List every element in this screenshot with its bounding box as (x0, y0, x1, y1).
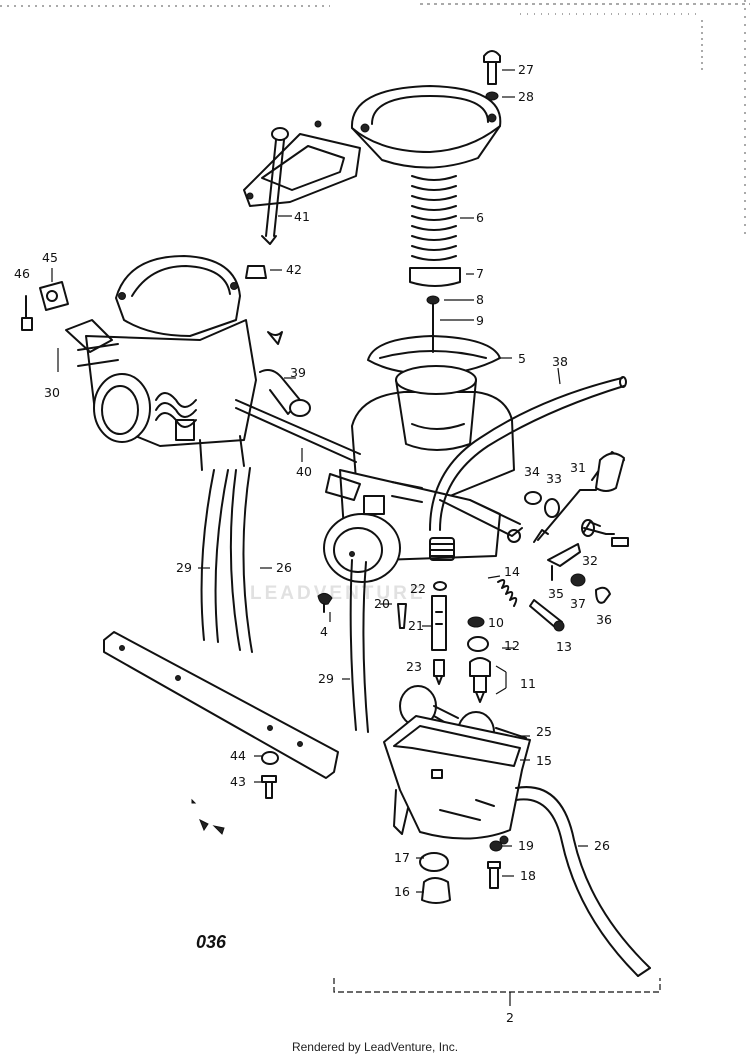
part-label-10: 10 (488, 615, 504, 630)
part-label-36: 36 (596, 612, 612, 627)
part-label-33: 33 (546, 471, 562, 486)
part-label-9: 9 (476, 313, 484, 328)
part-label-19: 19 (518, 838, 534, 853)
hose (429, 367, 627, 531)
part-label-27: 27 (518, 62, 534, 77)
watermark-text: LEADVENTURE (250, 583, 426, 604)
part-label-26: 26 (276, 560, 292, 575)
throttle-linkage (524, 451, 629, 604)
part-label-8: 8 (476, 292, 484, 307)
throttle-shaft (235, 399, 361, 463)
sheet-number: 036 (196, 932, 227, 952)
part-label-5: 5 (518, 351, 526, 366)
part-label-45: 45 (42, 250, 58, 265)
top-cap-screws (483, 50, 515, 101)
drain-plug (419, 840, 503, 904)
assembly-bracket (333, 978, 661, 1006)
jets (467, 616, 507, 703)
callout-lines (57, 348, 588, 893)
part-label-41: 41 (294, 209, 310, 224)
part-label-20: 20 (374, 596, 390, 611)
top-cap (350, 85, 502, 169)
part-label-34: 34 (524, 464, 540, 479)
left-carb-body (65, 255, 283, 471)
spring (411, 175, 474, 261)
pilot-screw-set (317, 575, 565, 651)
part-label-29b: 29 (318, 671, 334, 686)
part-label-37: 37 (570, 596, 586, 611)
jet-needle (426, 295, 474, 353)
part-label-43: 43 (230, 774, 246, 789)
part-label-42: 42 (286, 262, 302, 277)
part-label-15: 15 (536, 753, 552, 768)
scan-noise (0, 0, 750, 240)
joint-pipe (259, 369, 311, 417)
overflow-hose (515, 786, 651, 977)
part-label-30: 30 (44, 385, 60, 400)
part-label-26b: 26 (594, 838, 610, 853)
part-label-18: 18 (520, 868, 536, 883)
part-label-23: 23 (406, 659, 422, 674)
part-label-35: 35 (548, 586, 564, 601)
part-label-14: 14 (504, 564, 520, 579)
part-label-39: 39 (290, 365, 306, 380)
throttle-stop (21, 268, 69, 331)
needle-valve (433, 659, 445, 685)
part-label-31: 31 (570, 460, 586, 475)
part-label-6: 6 (476, 210, 484, 225)
mounting-bracket (243, 120, 361, 207)
part-label-29: 29 (176, 560, 192, 575)
part-label-40: 40 (296, 464, 312, 479)
part-label-38: 38 (552, 354, 568, 369)
part-labels: 27 28 6 7 8 9 5 38 41 42 45 46 30 39 40 … (14, 62, 612, 1025)
part-label-7: 7 (476, 266, 484, 281)
part-label-32: 32 (582, 553, 598, 568)
ink-specks (191, 798, 225, 835)
nut (245, 265, 282, 279)
link-rod (261, 127, 292, 245)
part-label-21: 21 (408, 618, 424, 633)
footer-credit: Rendered by LeadVenture, Inc. (291, 1040, 459, 1054)
drain-hoses (200, 467, 369, 733)
part-label-46: 46 (14, 266, 30, 281)
part-label-12: 12 (504, 638, 520, 653)
part-label-11: 11 (520, 676, 536, 691)
main-carb-body (323, 365, 523, 583)
part-label-2: 2 (506, 1010, 514, 1025)
part-label-22: 22 (410, 581, 426, 596)
part-label-13: 13 (556, 639, 572, 654)
part-label-28: 28 (518, 89, 534, 104)
float-bowl (383, 715, 531, 845)
part-label-16: 16 (394, 884, 410, 899)
spring-seat (409, 267, 474, 287)
mounting-plate (103, 631, 339, 799)
part-label-25: 25 (536, 724, 552, 739)
part-label-17: 17 (394, 850, 410, 865)
part-label-4: 4 (320, 624, 328, 639)
part-label-44: 44 (230, 748, 246, 763)
